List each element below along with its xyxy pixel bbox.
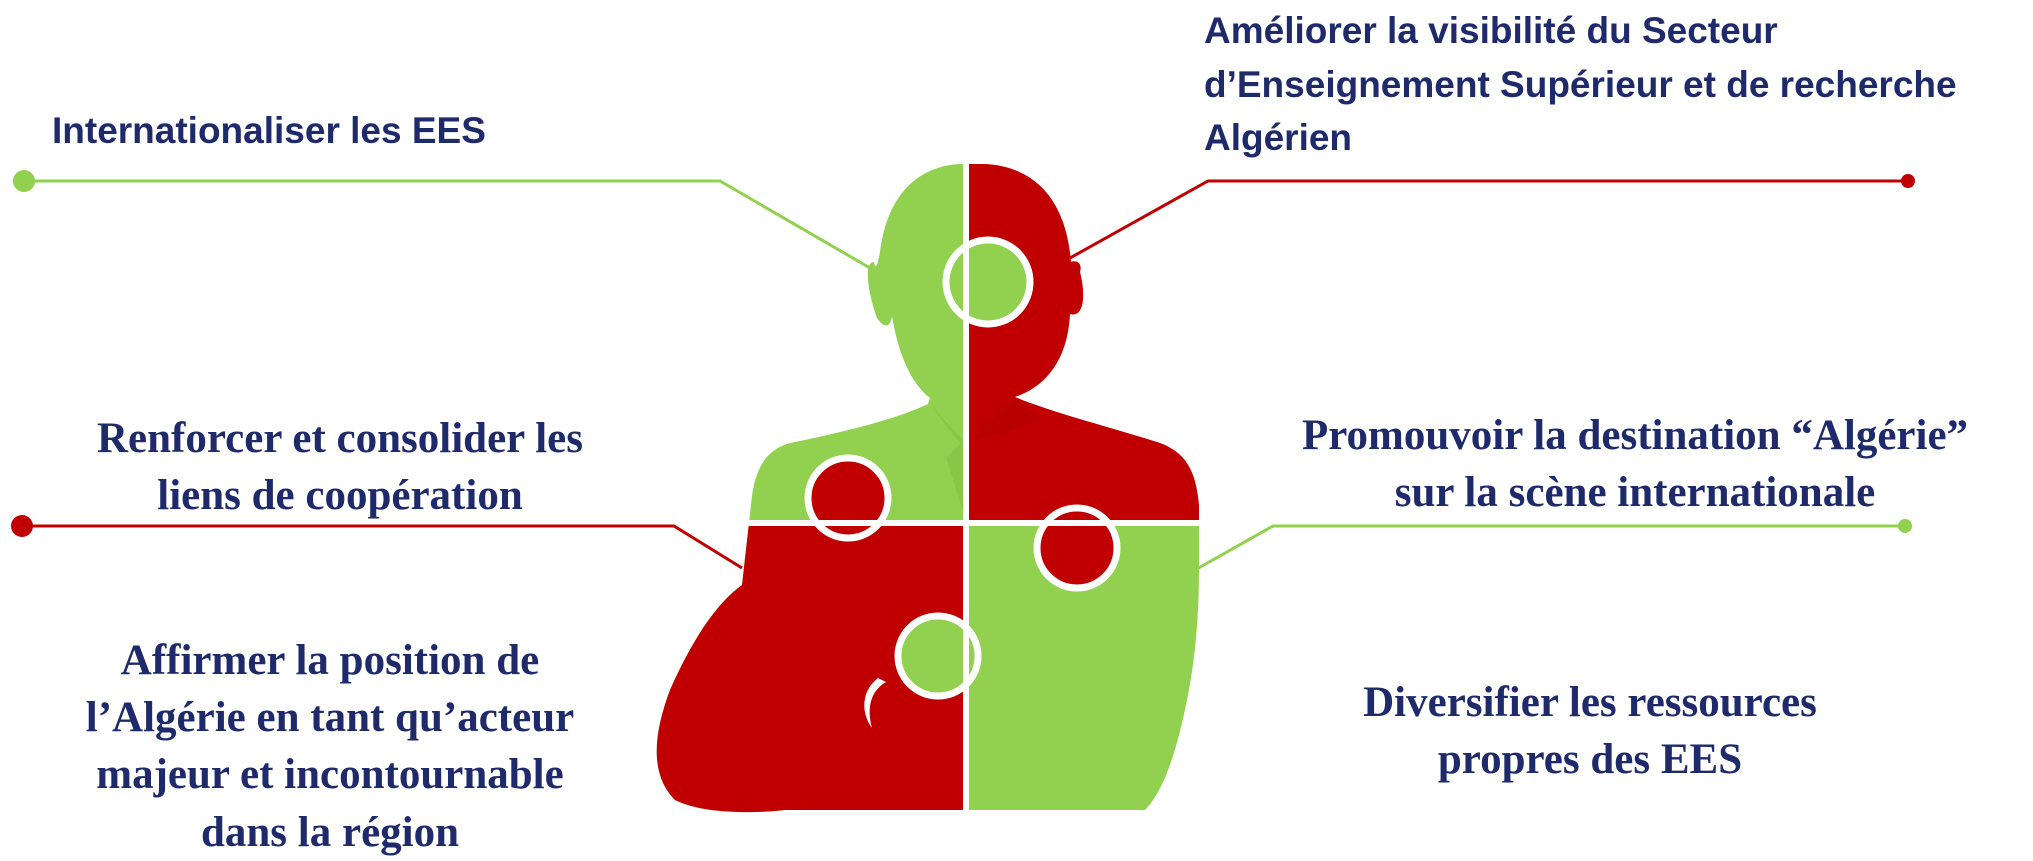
- connector-top-left: [13, 170, 871, 270]
- connector-mid-left: [11, 515, 743, 570]
- connector-top-right: [1069, 174, 1915, 260]
- puzzle-knob-bottom: [894, 612, 982, 700]
- label-line: Promouvoir la destination “Algérie”: [1301, 412, 1969, 459]
- label-resources: Diversifier les ressources propres des E…: [1260, 674, 1920, 788]
- label-line: d’Enseignement Supérieur et de recherche: [1204, 63, 1957, 105]
- puzzle-knob-right: [1033, 504, 1121, 592]
- label-line: Améliorer la visibilité du Secteur: [1204, 10, 1778, 51]
- label-cooperation: Renforcer et consolider les liens de coo…: [60, 410, 620, 524]
- label-internationalize: Internationaliser les EES: [52, 104, 486, 158]
- label-line: Affirmer la position de: [120, 637, 540, 684]
- label-visibility: Améliorer la visibilité du Secteur d’Ens…: [1204, 4, 2024, 165]
- label-position: Affirmer la position de l’Algérie en tan…: [50, 632, 610, 861]
- puzzle-person-illustration: [656, 160, 1202, 813]
- label-line: Algérien: [1204, 117, 1353, 159]
- label-line: majeur et incontournable: [96, 751, 564, 799]
- label-line: Renforcer et consolider les: [96, 415, 584, 462]
- label-line: propres des EES: [1437, 736, 1743, 784]
- label-line: sur la scène internationale: [1394, 469, 1876, 517]
- label-destination: Promouvoir la destination “Algérie” sur …: [1255, 407, 2015, 521]
- label-line: l’Algérie en tant qu’acteur: [85, 694, 575, 742]
- puzzle-knob-left: [804, 454, 892, 542]
- puzzle-knob-head: [942, 236, 1034, 328]
- label-text: Internationaliser les EES: [52, 110, 486, 151]
- label-line: Diversifier les ressources: [1363, 679, 1817, 726]
- label-line: dans la région: [200, 808, 460, 856]
- label-line: liens de coopération: [157, 472, 523, 520]
- connector-mid-right: [1194, 519, 1912, 572]
